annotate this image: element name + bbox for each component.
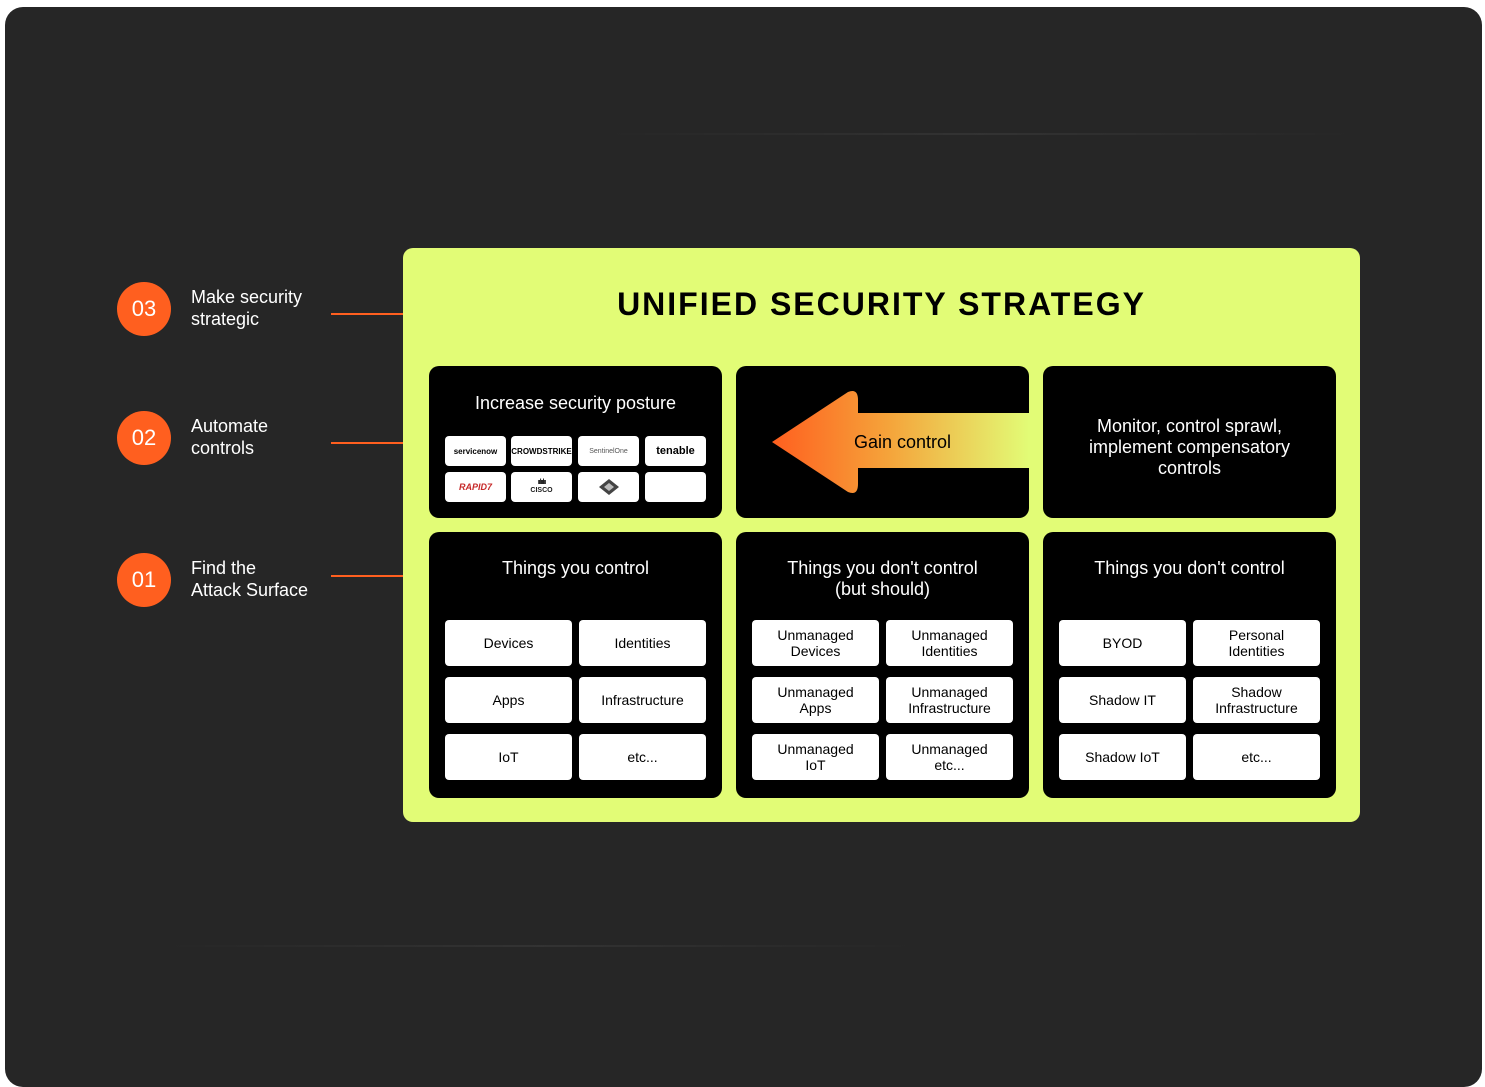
asset-tile: Unmanaged Infrastructure [886,677,1013,723]
crowdstrike-logo: CROWDSTRIKE [511,436,572,466]
gain-control-label: Gain control [854,432,952,452]
step-label: Make security strategic [191,287,303,329]
asset-tile: Unmanaged IoT [752,734,879,780]
asset-tile: etc... [1193,734,1320,780]
cisco-logo: ıılıılıı CISCO [511,472,572,502]
tenable-logo: tenable [645,436,706,466]
left-arrow-icon [772,391,1029,493]
step-number: 03 [117,282,171,336]
asset-tile: Unmanaged Apps [752,677,879,723]
step-label: Find the Attack Surface [191,558,309,600]
blank-logo [645,472,706,502]
things-you-dont-control-but-should-panel: Things you don't control (but should) Un… [736,532,1029,798]
step-label: Automate controls [191,416,269,458]
unified-security-strategy-box: UNIFIED SECURITY STRATEGY Increase secur… [403,248,1360,822]
cisco-wordmark: CISCO [530,487,553,494]
sentinelone-logo: SentinelOne [578,436,639,466]
asset-tile: etc... [579,734,706,780]
asset-tile: Shadow IT [1059,677,1186,723]
posture-title: Increase security posture [474,393,677,413]
asset-tile: Unmanaged Identities [886,620,1013,666]
asset-tile: BYOD [1059,620,1186,666]
column-title: Things you don't control (but should) [787,558,978,599]
column-title: Things you control [501,558,650,578]
column-title: Things you don't control [1094,558,1285,578]
asset-tile: Devices [445,620,572,666]
asset-tile: Shadow Infrastructure [1193,677,1320,723]
divider [160,945,920,947]
diamond-icon [598,479,619,495]
diamond-logo [578,472,639,502]
asset-tile: Unmanaged etc... [886,734,1013,780]
strategy-title: UNIFIED SECURITY STRATEGY [617,286,1146,322]
step-number: 01 [117,553,171,607]
things-you-dont-control-panel: Things you don't control BYOD Personal I… [1043,532,1336,798]
divider [600,133,1360,135]
things-you-control-panel: Things you control Devices Identities Ap… [429,532,722,798]
step-number: 02 [117,411,171,465]
asset-tile: Infrastructure [579,677,706,723]
rapid7-logo: RAPID7 [445,472,506,502]
gain-control-panel: Gain control [736,366,1029,518]
servicenow-logo: servicenow [445,436,506,466]
monitor-title: Monitor, control sprawl, implement compe… [1088,416,1291,478]
asset-tile: Identities [579,620,706,666]
asset-tile: Personal Identities [1193,620,1320,666]
cisco-bars-icon: ıılıılıı [537,479,547,486]
posture-panel: Increase security posture servicenow CRO… [429,366,722,518]
monitor-panel: Monitor, control sprawl, implement compe… [1043,366,1336,518]
asset-tile: Shadow IoT [1059,734,1186,780]
asset-tile: IoT [445,734,572,780]
asset-tile: Unmanaged Devices [752,620,879,666]
asset-tile: Apps [445,677,572,723]
